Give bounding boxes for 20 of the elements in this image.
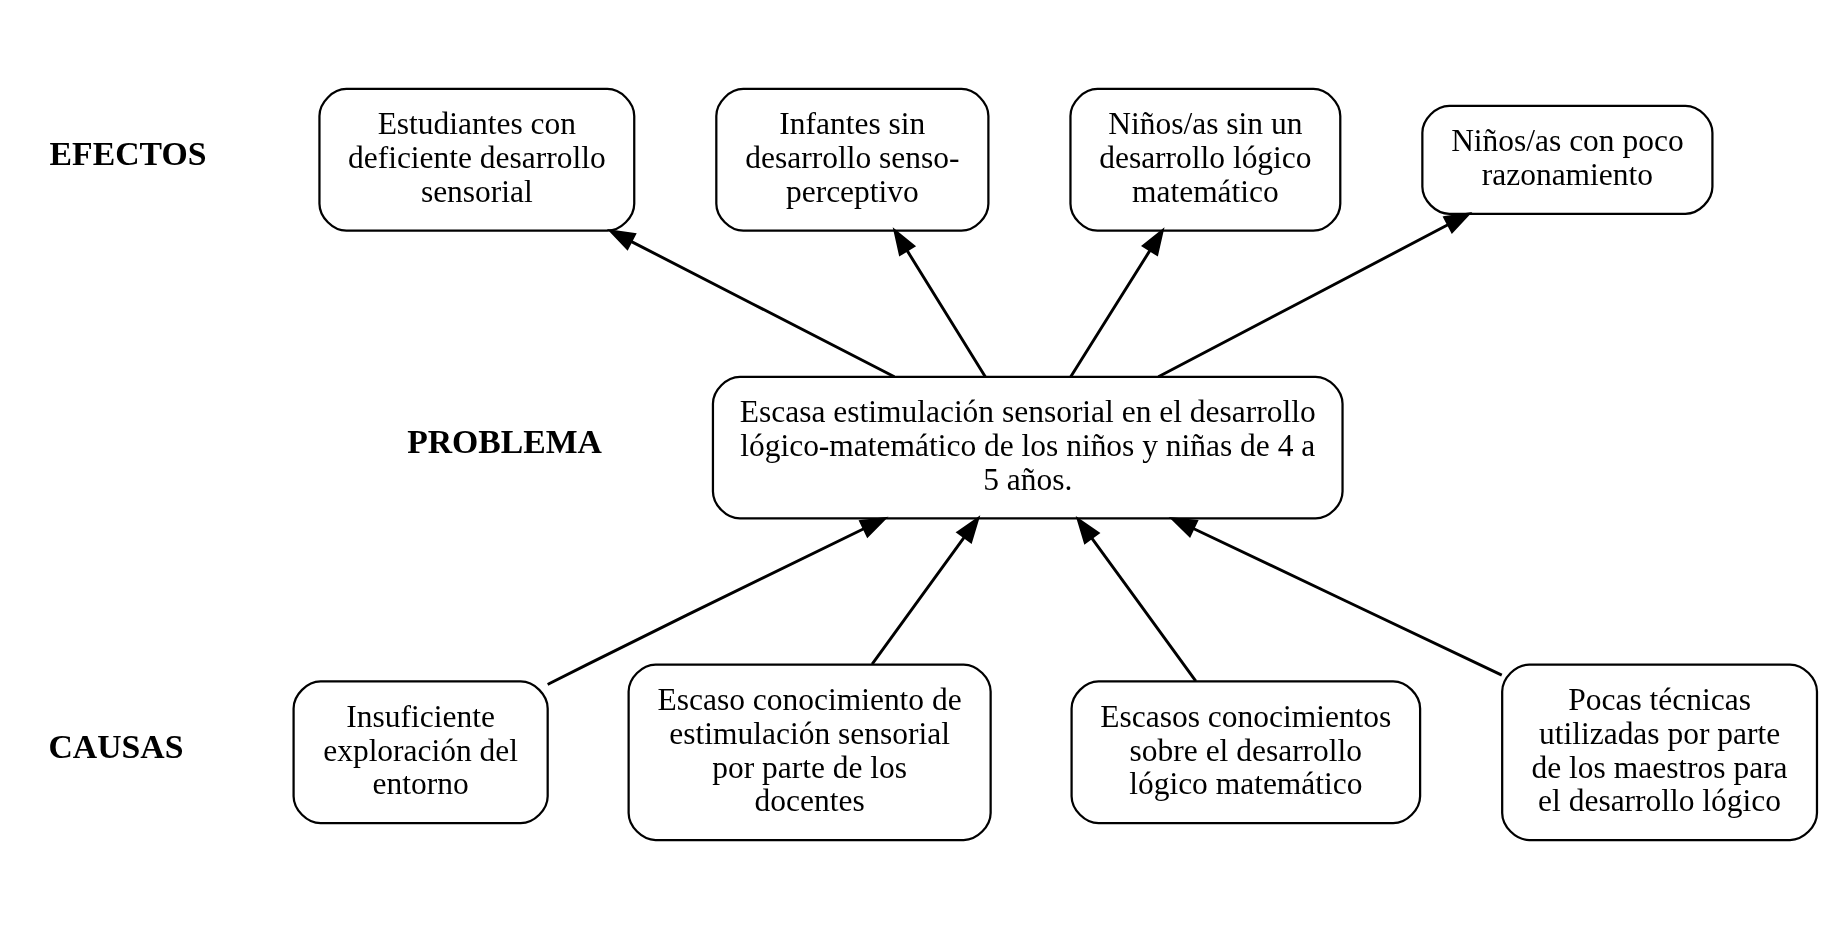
arrow [892, 226, 987, 378]
label: EFECTOS [49, 134, 207, 172]
node-box: Infantes sin desarrollo senso-perceptivo [715, 87, 990, 232]
arrow [1168, 516, 1503, 676]
arrow [870, 514, 981, 665]
arrow [1157, 211, 1473, 378]
node-box: Niños/as con poco razonamiento [1421, 104, 1714, 215]
arrow [1075, 515, 1197, 682]
arrow [606, 228, 896, 378]
label: PROBLEMA [407, 422, 602, 460]
node-box: Escasa estimulación sensorial en el desarrollo lógico-matemático de los niños y niñas de 4 a 5 años. [711, 375, 1344, 520]
node-box: Escasos conocimientos sobre el desarrollo lógico matemático [1070, 679, 1422, 824]
arrow [1069, 226, 1165, 378]
node-box: Escaso conocimiento de estimulación sensorial por parte de los docentes [627, 663, 992, 841]
arrow [547, 516, 889, 686]
node-box: Pocas técnicas utilizadas por parte de los maestros para el desarrollo lógico [1501, 663, 1819, 841]
node-box: Estudiantes con deficiente desarrollo sensorial [318, 87, 636, 232]
label: CAUSAS [48, 727, 184, 765]
node-box: Niños/as sin un desarrollo lógico matemático [1069, 87, 1342, 232]
node-box: Insuficiente exploración del entorno [292, 679, 549, 824]
